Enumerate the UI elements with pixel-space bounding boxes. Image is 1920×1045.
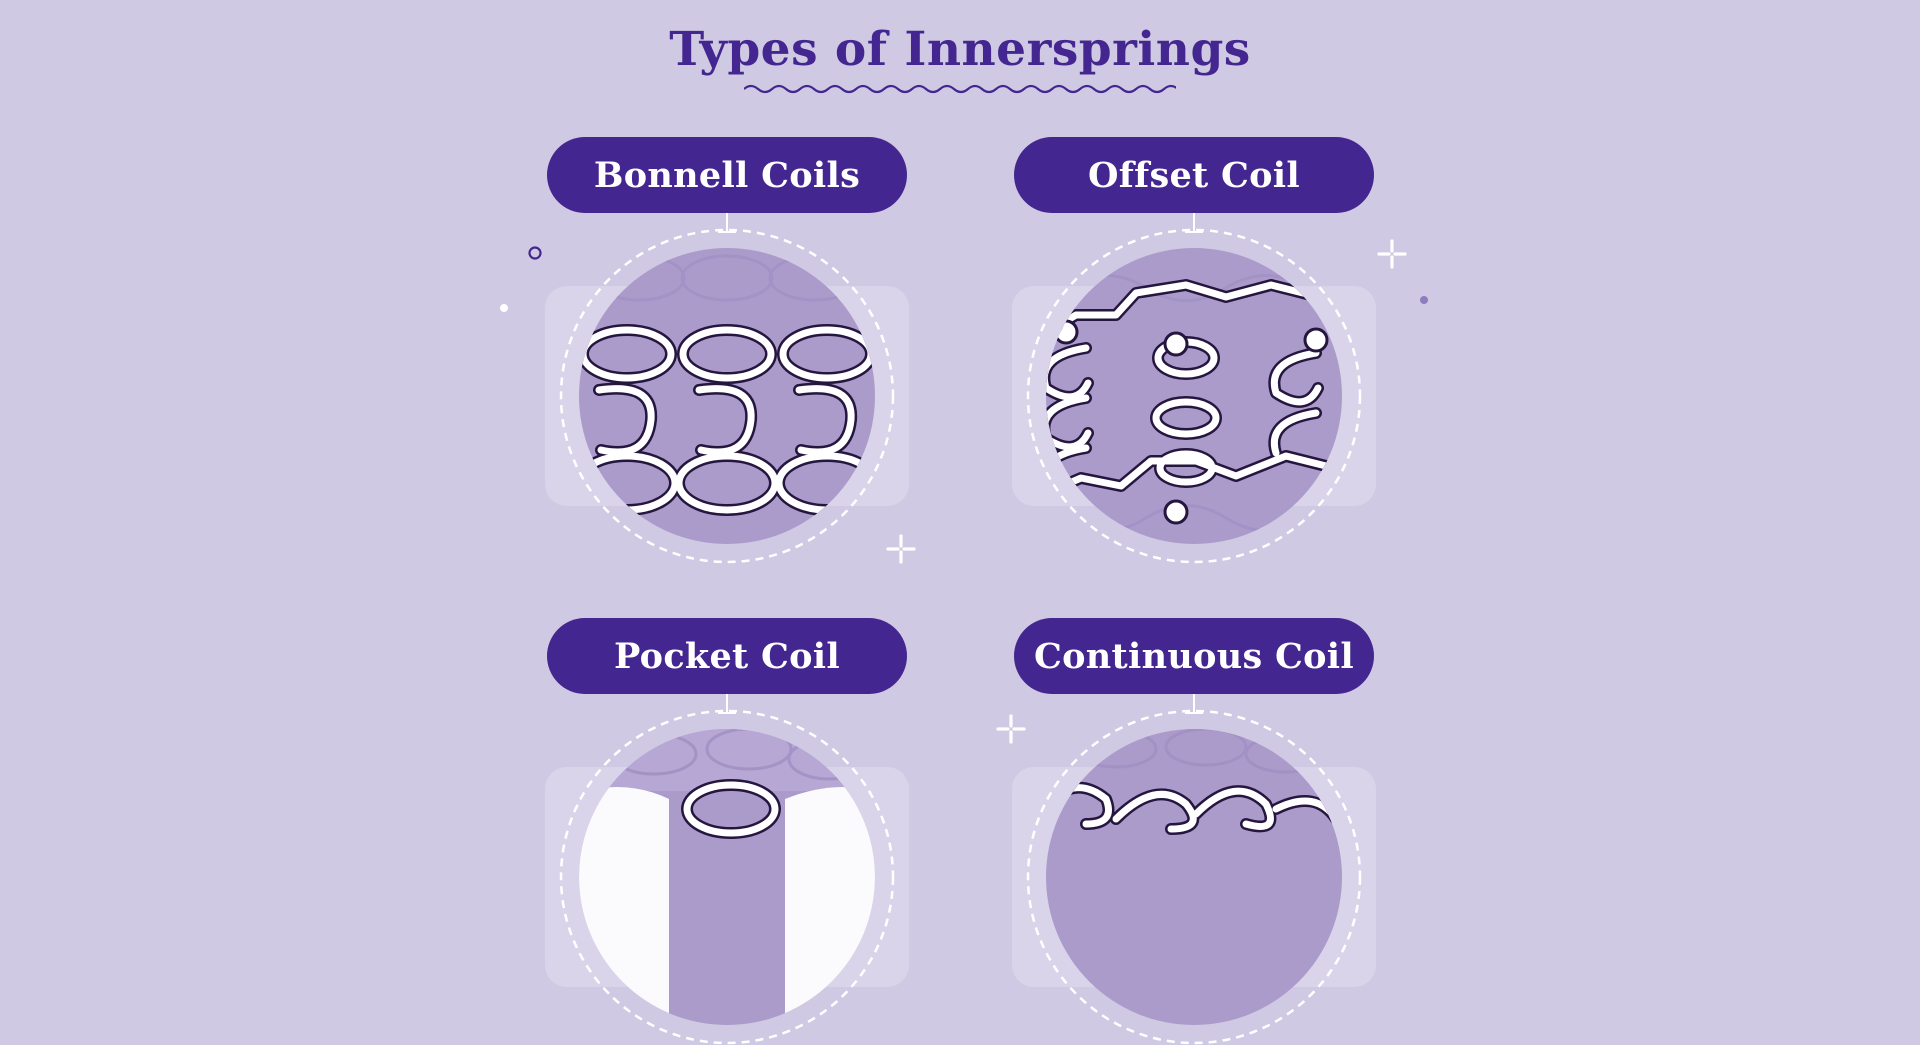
continuous-coil-illustration	[1026, 709, 1362, 1045]
pill-connector-cap	[718, 712, 736, 714]
page-title: Types of Innersprings	[669, 22, 1251, 77]
pill-connector	[1193, 213, 1195, 232]
sparkle-icon	[1377, 239, 1407, 269]
dot-icon	[500, 304, 508, 312]
pill-connector-cap	[1185, 712, 1203, 714]
sparkle-icon	[996, 714, 1026, 744]
label-pill: Continuous Coil	[1014, 618, 1374, 694]
sparkle-icon	[886, 534, 916, 564]
label-pill: Bonnell Coils	[547, 137, 907, 213]
pocket-coil-illustration	[559, 709, 895, 1045]
pill-connector-cap	[1185, 231, 1203, 233]
label-pill: Pocket Coil	[547, 618, 907, 694]
label-pill: Offset Coil	[1014, 137, 1374, 213]
pill-connector	[726, 213, 728, 232]
pill-connector	[726, 694, 728, 713]
offset-coil-illustration	[1026, 228, 1362, 564]
bonnell-coils-illustration	[559, 228, 895, 564]
pill-connector	[1193, 694, 1195, 713]
ring-icon	[528, 246, 542, 260]
pill-connector-cap	[718, 231, 736, 233]
dot-icon	[1420, 296, 1428, 304]
title-underline-wave	[744, 84, 1176, 94]
